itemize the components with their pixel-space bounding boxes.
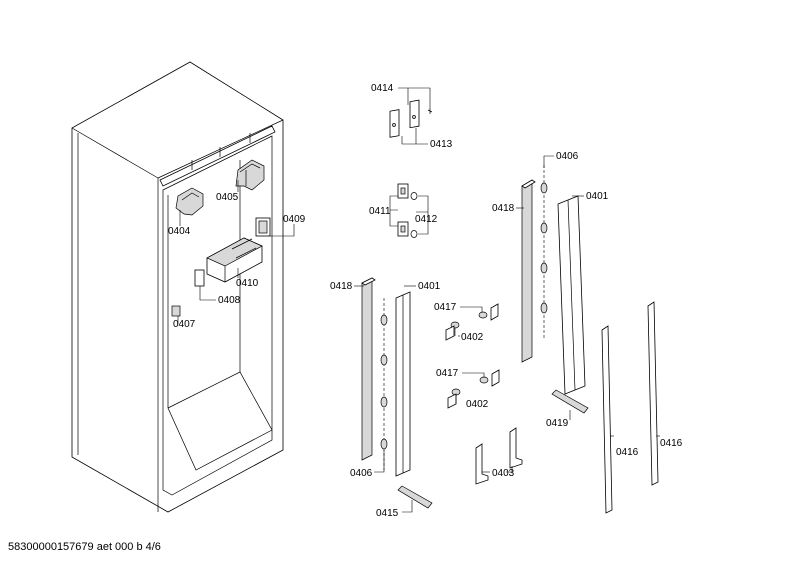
label-0406-top: 0406 [556,151,579,162]
part-0413-brackets [389,99,433,138]
part-0418-strip-left [361,277,376,461]
part-0405-bracket [235,159,265,191]
label-0418-right: 0418 [492,203,515,214]
leader-lines [177,87,660,513]
label-0407: 0407 [173,319,196,330]
part-0417-0402-lower [447,369,500,409]
part-0406-dashed-left [380,298,388,470]
part-0411-0412-latches [397,183,418,238]
fridge-cabinet [71,61,284,513]
label-0402-bottom: 0402 [466,399,489,410]
part-0407-clip [171,305,181,317]
part-0406-dashed-right [540,165,548,340]
label-0405: 0405 [216,192,239,203]
label-0406-bottom: 0406 [350,468,373,479]
label-0401-right: 0401 [586,191,609,202]
part-0416-rail-right [647,301,659,486]
label-0411: 0411 [369,206,391,217]
label-0404: 0404 [168,226,191,237]
label-0416-left: 0416 [616,447,639,458]
part-0401-panel-right [557,195,586,395]
part-0418-strip-right [521,179,536,363]
label-0416-right: 0416 [660,438,683,449]
part-0401-panel-left [395,291,411,477]
label-0410: 0410 [236,278,259,289]
label-0415: 0415 [376,508,399,519]
part-0417-0402-upper [445,303,499,341]
label-0417-top: 0417 [434,302,457,313]
label-0418-left: 0418 [330,281,353,292]
label-0419: 0419 [546,418,569,429]
part-0410-lamp-housing [206,237,263,283]
label-0408: 0408 [218,295,241,306]
label-0417-bottom: 0417 [436,368,459,379]
label-0401-left: 0401 [418,281,441,292]
label-0402-top: 0402 [461,332,484,343]
part-0409-frame [255,217,271,237]
label-0412: 0412 [415,214,438,225]
part-0403-hinges [475,427,523,485]
label-0413: 0413 [430,139,453,150]
label-0409: 0409 [283,214,306,225]
part-0404-bracket [175,187,204,216]
document-footer-code: 58300000157679 aet 000 b 4/6 [8,541,161,553]
part-labels: 0414 0413 0411 0412 0406 0418 0401 0405 … [168,83,683,519]
part-0415-bar [397,485,433,509]
label-0414: 0414 [371,83,394,94]
part-0419-bar [551,389,589,414]
part-0416-rail-left [601,325,613,514]
part-0408-plate [194,269,205,287]
label-0403: 0403 [492,468,515,479]
